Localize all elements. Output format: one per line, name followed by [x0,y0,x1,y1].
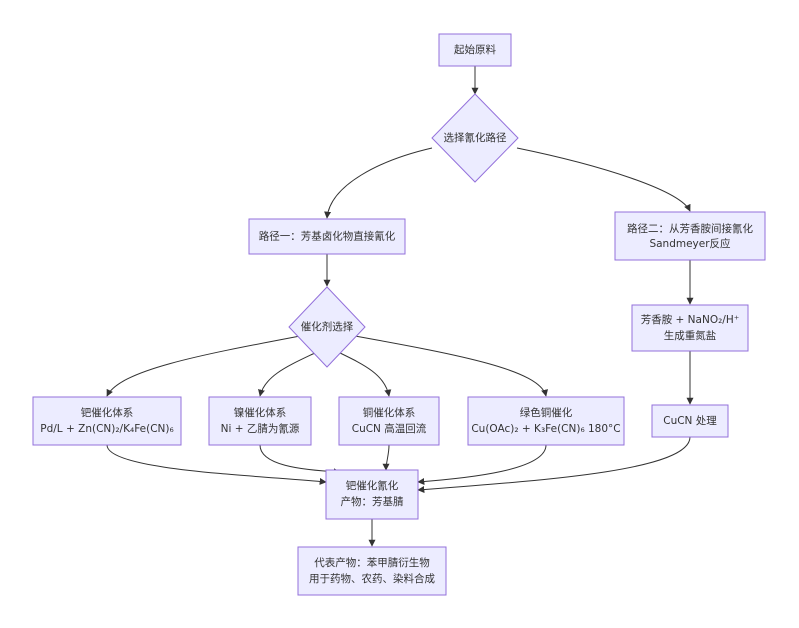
node-result: 钯催化氰化 产物：芳基腈 [325,469,419,520]
node-result-label-1: 钯催化氰化 [346,479,399,492]
node-green-label-2: Cu(OAc)₂ + K₃Fe(CN)₆ 180°C [471,423,620,435]
edge-catalyst-to-ni [258,351,318,397]
node-cu-label-1: 铜催化体系 [363,406,416,419]
node-choose-route: 选择氰化路径 [431,93,519,183]
node-cucn: CuCN 处理 [651,404,729,438]
node-cucn-label: CuCN 处理 [663,415,717,427]
node-start: 起始原料 [438,33,512,67]
node-product: 代表产物：苯甲腈衍生物 用于药物、农药、染料合成 [297,546,447,596]
edge-catalyst-to-green [354,335,548,397]
node-ni-label-1: 镍催化体系 [234,406,287,419]
edge-cucn-to-result [417,436,691,494]
node-route1-label: 路径一：芳基卤化物直接氰化 [259,230,396,243]
node-route2-label-2: Sandmeyer反应 [649,237,731,250]
node-diazo-label-2: 生成重氮盐 [664,329,717,342]
edge-catalyst-to-pd [106,335,301,397]
edges [106,66,694,547]
node-route2-label-1: 路径二：从芳香胺间接氰化 [627,222,753,235]
edge-pd-to-result [106,444,327,485]
node-green-system: 绿色铜催化 Cu(OAc)₂ + K₃Fe(CN)₆ 180°C [467,396,625,446]
node-green-label-1: 绿色铜催化 [520,406,573,419]
node-pd-label-2: Pd/L + Zn(CN)₂/K₄Fe(CN)₆ [40,423,173,435]
node-pd-system: 钯催化体系 Pd/L + Zn(CN)₂/K₄Fe(CN)₆ [32,396,182,446]
node-diazo: 芳香胺 + NaNO₂/H⁺ 生成重氮盐 [631,304,749,352]
edge-cu-to-result [382,444,390,471]
node-start-label: 起始原料 [454,43,496,56]
node-cu-system: 铜催化体系 CuCN 高温回流 [338,396,440,446]
node-ni-label-2: Ni + 乙腈为氰源 [221,422,300,435]
edge-catalyst-to-cu [337,351,392,397]
node-product-label-1: 代表产物：苯甲腈衍生物 [314,556,430,569]
edge-choose-to-route1 [324,147,433,219]
edge-choose-to-route2 [516,147,691,212]
node-cu-label-2: CuCN 高温回流 [352,422,427,435]
node-choose-route-label: 选择氰化路径 [444,131,507,144]
node-result-label-2: 产物：芳基腈 [341,495,404,508]
node-diazo-label-1: 芳香胺 + NaNO₂/H⁺ [641,313,740,326]
node-pd-label-1: 钯催化体系 [81,406,134,419]
node-catalyst-choice: 催化剂选择 [288,286,366,368]
node-product-label-2: 用于药物、农药、染料合成 [309,572,435,585]
edge-green-to-result [417,444,547,486]
node-route2: 路径二：从芳香胺间接氰化 Sandmeyer反应 [614,211,766,261]
node-ni-system: 镍催化体系 Ni + 乙腈为氰源 [208,396,312,446]
node-route1: 路径一：芳基卤化物直接氰化 [248,218,406,255]
edge-ni-to-result [259,444,341,476]
node-catalyst-choice-label: 催化剂选择 [301,320,354,333]
